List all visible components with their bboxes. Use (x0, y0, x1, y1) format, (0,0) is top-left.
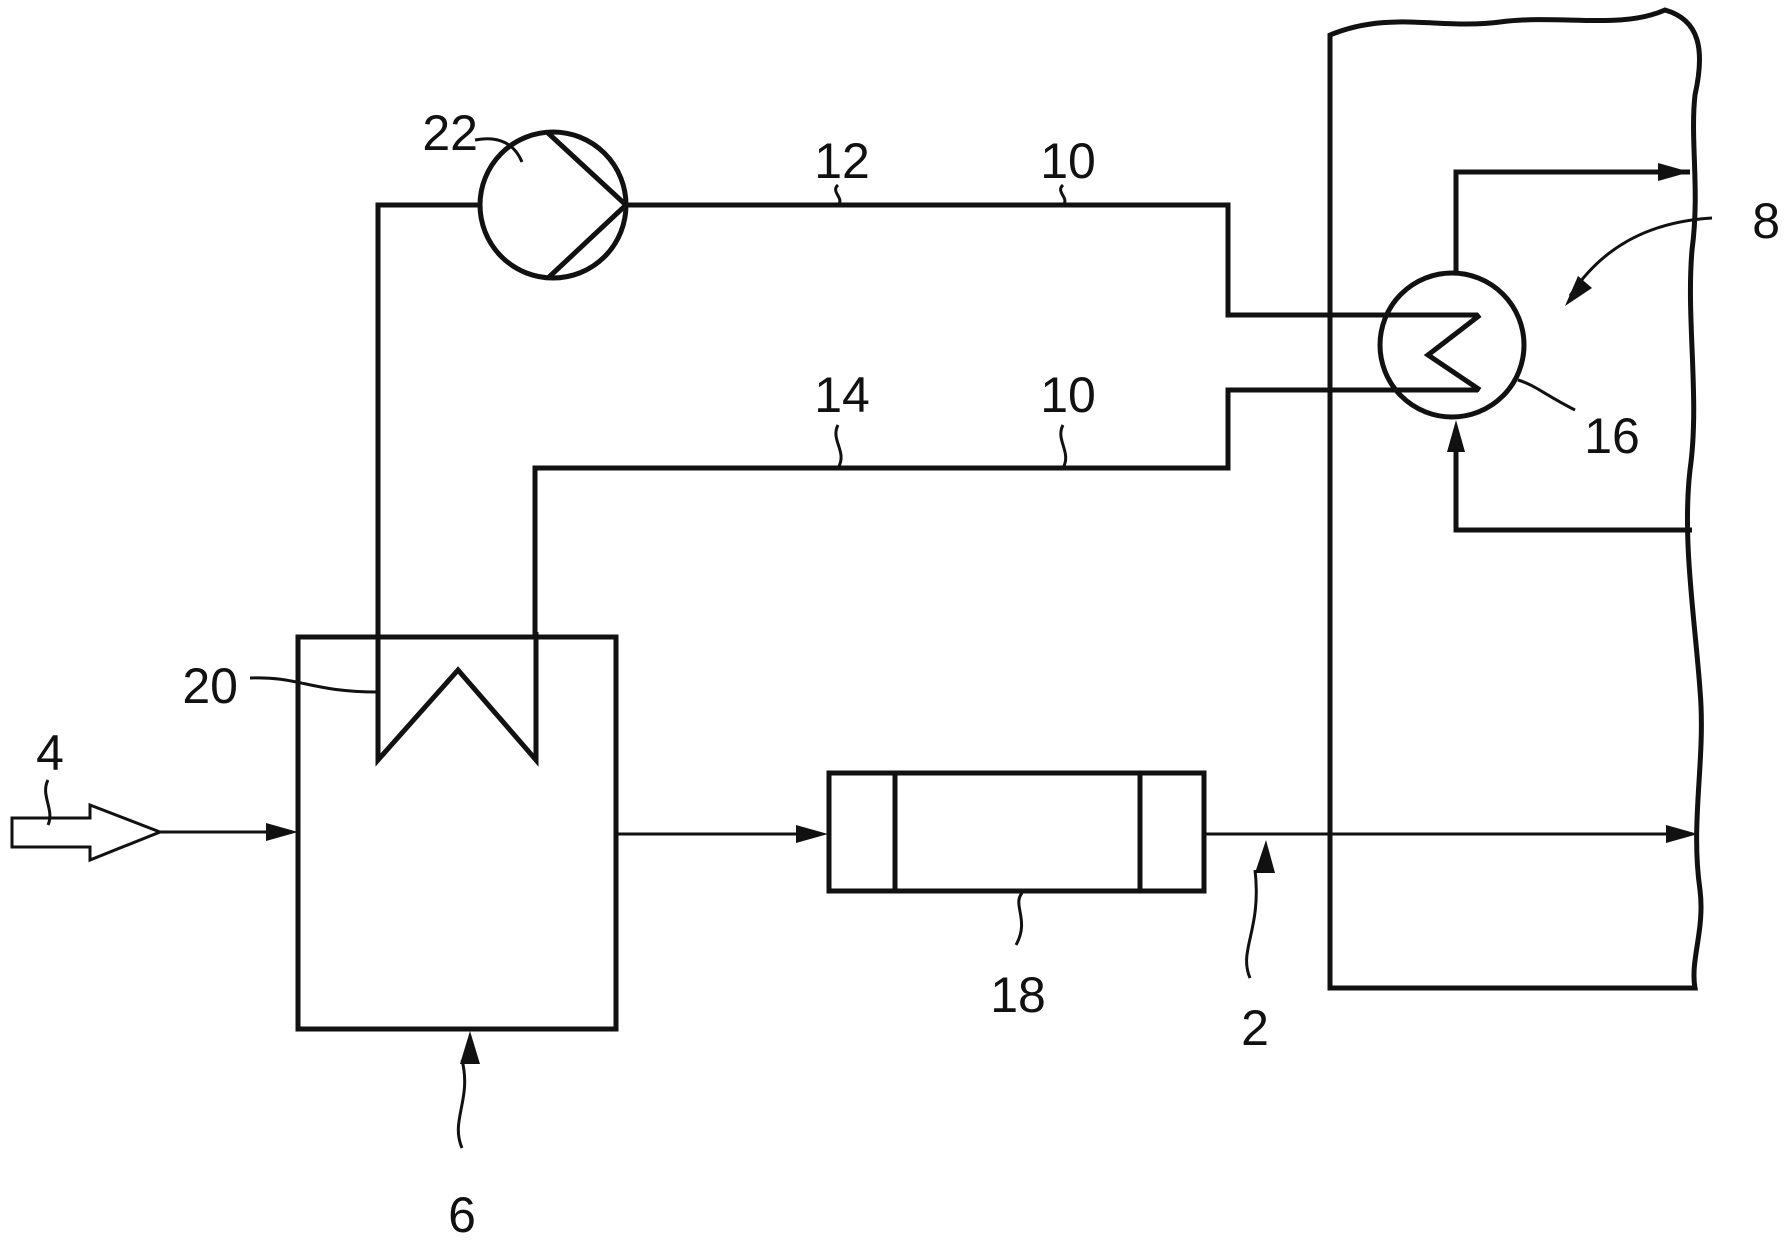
leader-12 (834, 183, 842, 207)
filter-unit (826, 770, 1207, 894)
label-building-exchanger: 16 (1584, 408, 1640, 464)
leader-arrow-8 (1565, 216, 1713, 306)
label-supply-line: 12 (814, 133, 870, 189)
container-feed-line (375, 202, 480, 635)
label-input-arrow: 4 (36, 725, 64, 781)
pump (477, 129, 630, 281)
leader-18 (1014, 892, 1024, 946)
container-heat-exchanger (375, 632, 539, 767)
building-loop-bottom (1447, 420, 1692, 533)
label-container: 6 (448, 1187, 476, 1240)
leader-4 (44, 779, 52, 826)
flue-gas-line (1204, 825, 1698, 843)
leader-20 (249, 676, 379, 694)
label-building: 8 (1752, 193, 1780, 249)
leader-14 (834, 424, 843, 469)
leader-10-bottom (1059, 424, 1068, 469)
supply-line (625, 202, 1478, 318)
container-to-filter-line (616, 825, 828, 843)
container (295, 634, 619, 1032)
leader-arrow-2 (1245, 840, 1275, 979)
label-filter-unit: 18 (990, 967, 1046, 1023)
label-return-line: 14 (814, 367, 870, 423)
input-arrow (10, 802, 298, 863)
leader-10-top (1059, 183, 1067, 207)
label-pump: 22 (422, 105, 478, 161)
building-outline (1327, 7, 1704, 991)
building-loop-top (1453, 163, 1690, 273)
label-flue-gas-line: 2 (1241, 1000, 1269, 1056)
building-heat-exchanger (1377, 270, 1527, 420)
leader-arrow-6 (456, 1031, 480, 1149)
label-circuit-bottom: 10 (1040, 367, 1096, 423)
label-circuit-top: 10 (1040, 133, 1096, 189)
label-container-exchanger: 20 (182, 658, 238, 714)
leader-16 (1517, 378, 1576, 412)
leader-22 (474, 137, 524, 163)
return-line (532, 387, 1478, 635)
